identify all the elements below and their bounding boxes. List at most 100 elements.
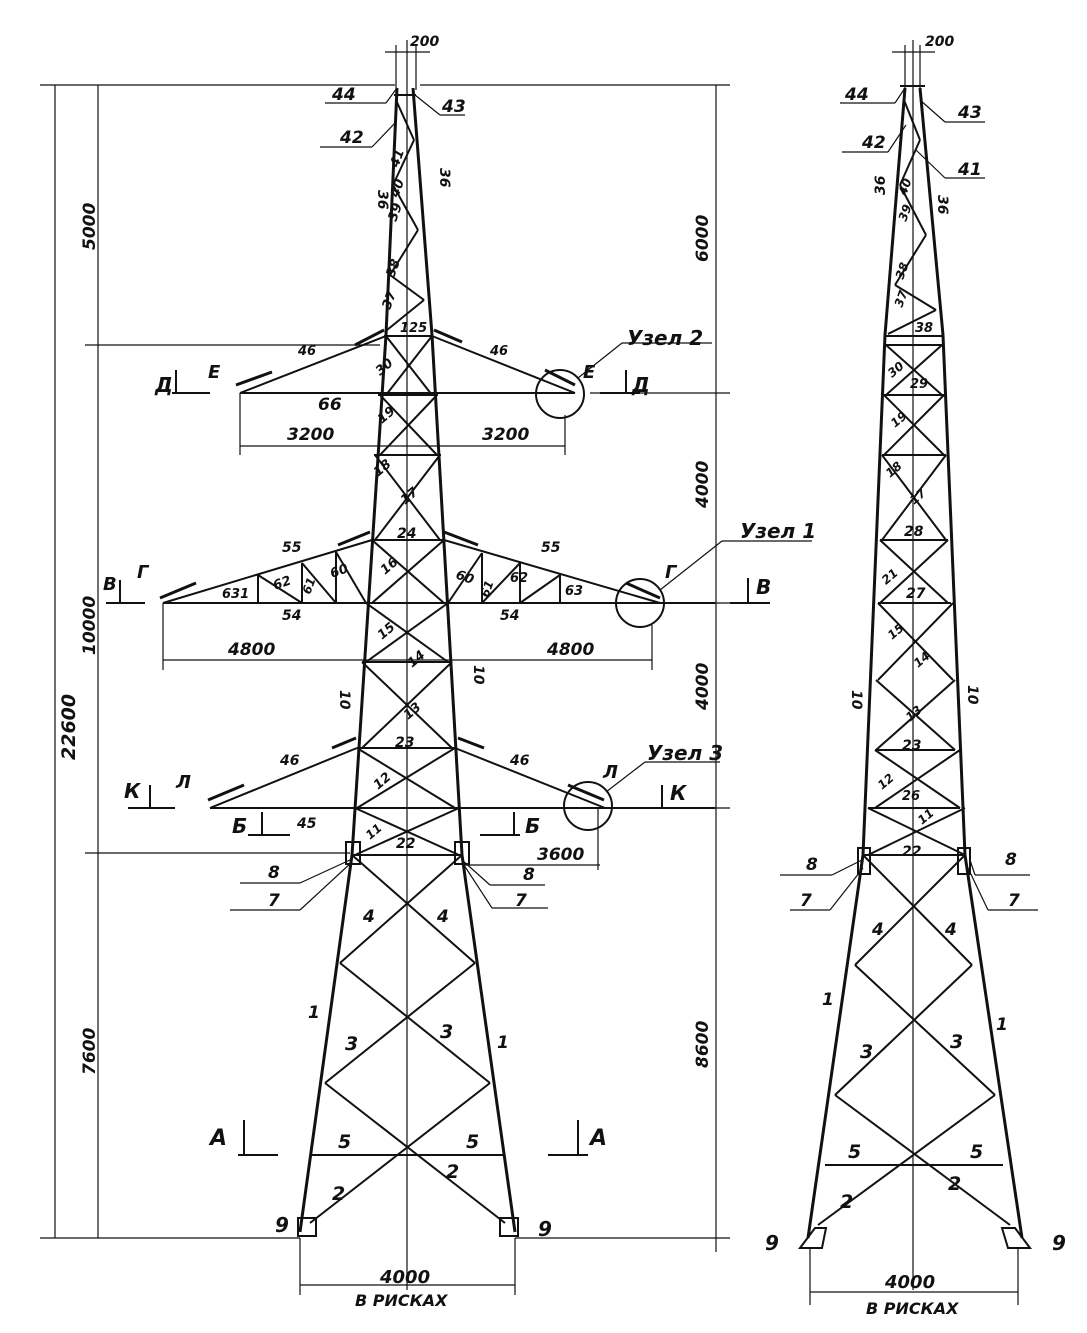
right-base-block-left [798, 1227, 828, 1249]
part-62-right: 62 [510, 571, 528, 586]
r-part-29: 29 [910, 377, 928, 392]
part-61-right: 61 [478, 579, 497, 599]
part-24: 24 [397, 526, 416, 542]
left-top-width: 200 [410, 34, 439, 50]
part-2-right: 2 [446, 1161, 459, 1183]
part-9-right: 9 [538, 1217, 552, 1241]
r-part-23: 23 [902, 738, 921, 754]
section-b-right: Б [525, 814, 540, 838]
dim-22600: 22600 [58, 694, 80, 760]
part-7-left: 7 [268, 891, 280, 911]
r-part-5-left: 5 [848, 1141, 861, 1163]
span-4800-right: 4800 [546, 640, 594, 660]
section-e-left: Е [208, 362, 221, 383]
dim-5000: 5000 [80, 203, 100, 250]
part-37: 37 [380, 288, 401, 311]
part-40: 40 [387, 177, 408, 200]
part-8-right: 8 [523, 865, 535, 885]
r-part-36-right: 36 [934, 195, 950, 215]
part-14: 14 [405, 648, 429, 671]
r-part-14: 14 [911, 649, 933, 670]
r-part-10-left: 10 [848, 690, 864, 710]
part-23: 23 [395, 735, 414, 751]
left-dimensions [40, 45, 730, 1295]
part-10-right: 10 [470, 665, 486, 685]
part-125: 125 [400, 321, 427, 336]
part-10-left: 10 [336, 690, 352, 710]
left-lower-arm [207, 736, 715, 809]
part-46-low-right: 46 [509, 753, 530, 769]
r-part-39: 39 [896, 203, 915, 223]
r-part-10-right: 10 [964, 685, 980, 705]
left-leg-right [411, 87, 517, 1233]
left-tower [40, 40, 812, 1295]
part-4-left: 4 [362, 907, 375, 927]
part-9-left: 9 [275, 1213, 289, 1237]
part-22: 22 [396, 836, 415, 852]
r-part-7-left: 7 [800, 891, 812, 911]
r-part-4-right: 4 [944, 920, 957, 940]
part-36-left: 36 [374, 190, 390, 210]
part-5-left: 5 [338, 1131, 351, 1153]
section-e-right: Е [583, 362, 596, 383]
part-1-right: 1 [497, 1033, 509, 1053]
dim-8600: 8600 [693, 1021, 713, 1068]
right-dimensions [809, 45, 1019, 1305]
right-bracing [817, 99, 1011, 1226]
node1-label: Узел 1 [740, 519, 816, 543]
r-part-38-lower: 38 [915, 321, 933, 336]
r-part-3-left: 3 [860, 1041, 873, 1063]
r-part-1-left: 1 [822, 990, 834, 1010]
part-45: 45 [296, 816, 317, 832]
left-base-note: В РИСКАХ [355, 1291, 448, 1310]
r-part-22: 22 [902, 844, 921, 860]
r-part-21: 21 [879, 566, 901, 587]
left-base-block-right [499, 1217, 519, 1237]
r-part-28: 28 [904, 524, 924, 540]
part-12: 12 [371, 770, 395, 793]
part-39: 39 [386, 201, 406, 223]
section-d-right: Д [631, 373, 650, 397]
left-leg-left [298, 87, 399, 1233]
right-top-width: 200 [925, 34, 954, 50]
r-part-37: 37 [892, 288, 911, 309]
section-k-left: К [124, 779, 142, 803]
span-3200-right: 3200 [482, 425, 529, 445]
span-3200-left: 3200 [287, 425, 334, 445]
r-part-1-right: 1 [996, 1015, 1008, 1035]
node3-label: Узел 3 [647, 741, 723, 765]
node3-circle [563, 781, 613, 831]
part-46-low-left: 46 [279, 753, 300, 769]
right-leg-left [806, 87, 907, 1239]
r-part-12: 12 [875, 771, 897, 792]
span-3600: 3600 [537, 845, 584, 865]
right-horizontals [825, 85, 1003, 1166]
section-g-left: Г [137, 562, 150, 583]
r-part-9-right: 9 [1052, 1231, 1066, 1255]
section-a-left: А [208, 1126, 227, 1151]
dim-10000: 10000 [80, 596, 100, 655]
right-leg-right [918, 87, 1024, 1239]
part-55-left: 55 [282, 540, 302, 556]
r-part-5-right: 5 [970, 1141, 983, 1163]
r-part-9-left: 9 [765, 1231, 779, 1255]
section-v-left: В [103, 574, 117, 595]
right-labels: 200 44 43 42 41 36 36 40 39 38 37 38 30 … [765, 34, 1066, 1318]
r-part-41: 41 [957, 160, 982, 180]
r-part-2-left: 2 [840, 1191, 853, 1213]
part-631: 631 [222, 587, 249, 602]
section-a-right: А [588, 1126, 607, 1151]
span-4800-left: 4800 [227, 640, 275, 660]
node2-circle [535, 369, 585, 419]
part-30: 30 [373, 356, 397, 379]
part-62-left: 62 [271, 573, 293, 593]
section-l-right: Л [602, 762, 618, 783]
left-middle-arm [159, 530, 715, 604]
part-55-right: 55 [541, 540, 561, 556]
r-part-40: 40 [895, 177, 914, 198]
part-36-right: 36 [436, 168, 452, 188]
right-base-width: 4000 [884, 1272, 935, 1293]
r-part-7-right: 7 [1008, 891, 1020, 911]
part-38: 38 [384, 257, 404, 279]
section-k-right: К [670, 781, 688, 805]
